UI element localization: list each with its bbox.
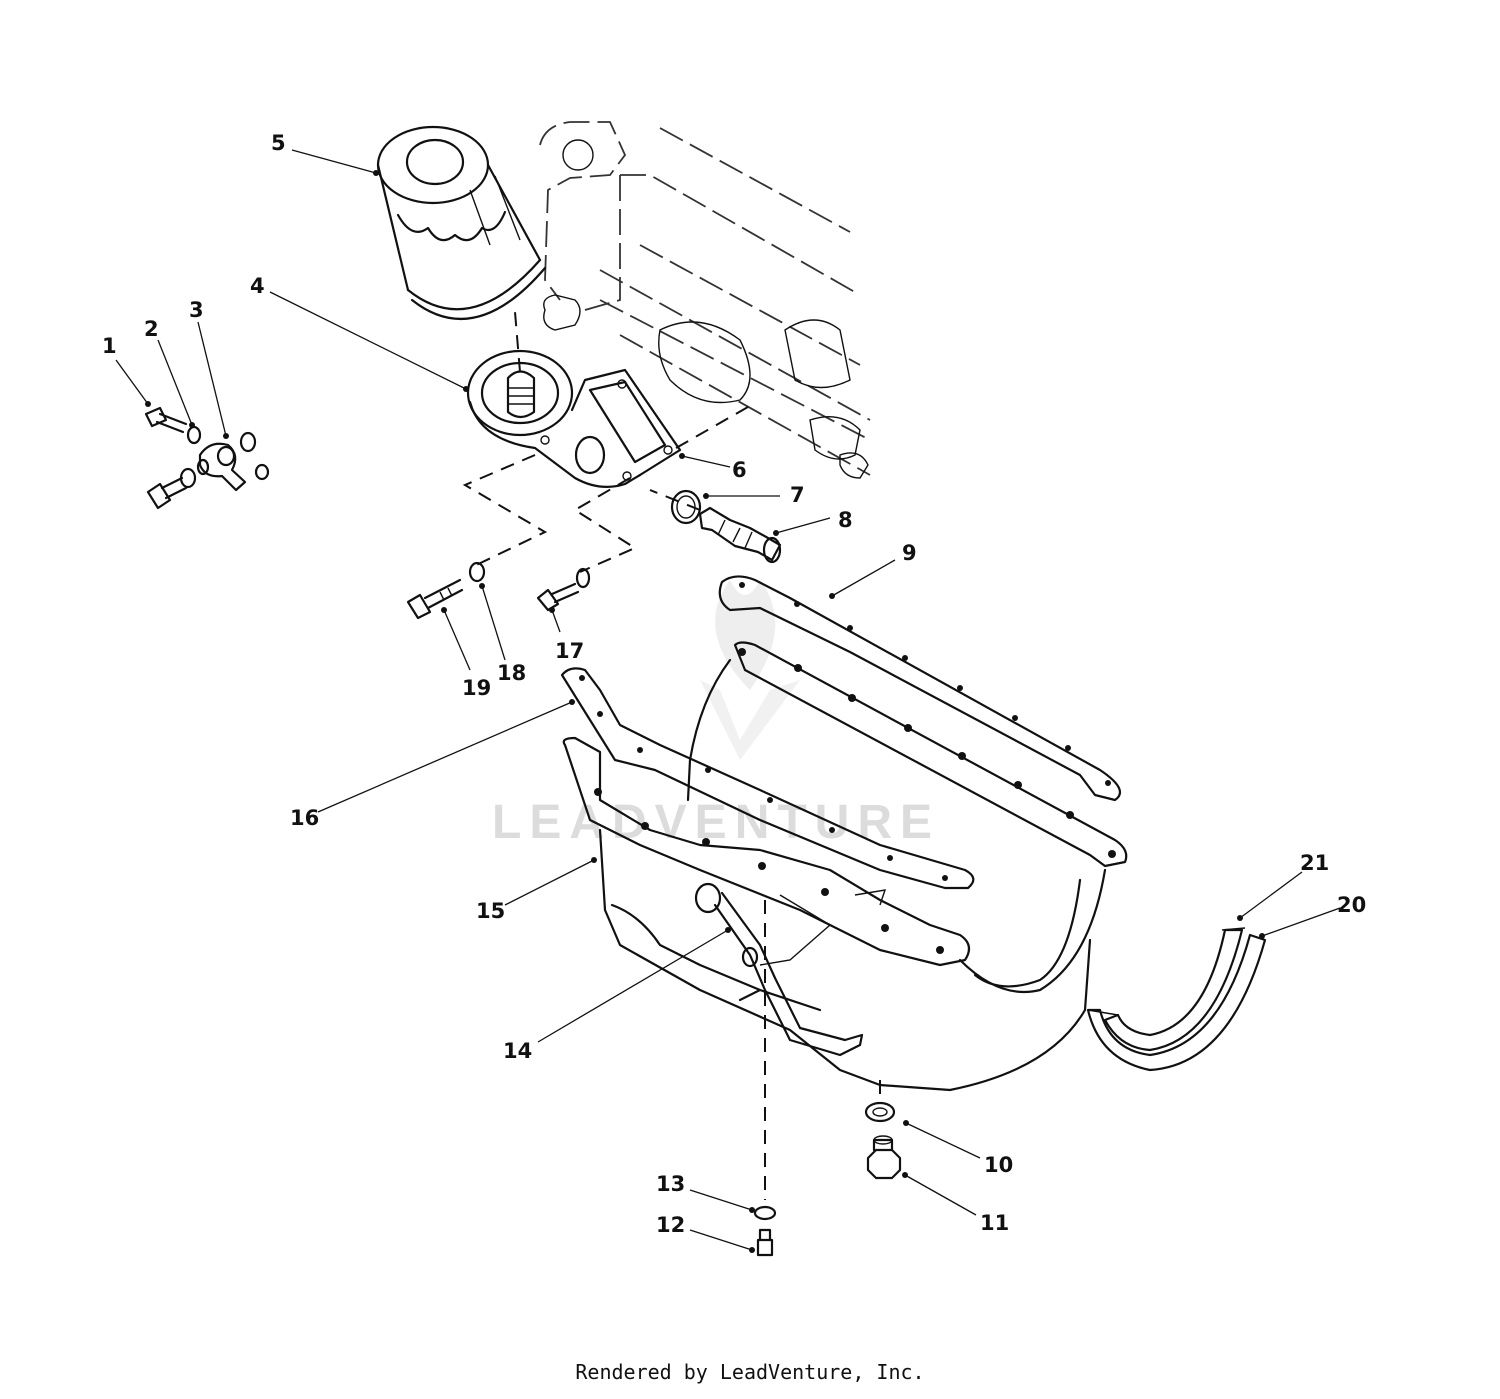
washer-part-18 [468, 561, 486, 583]
callout-16: 16 [290, 806, 319, 830]
callout-13: 13 [656, 1172, 685, 1196]
washer-part-10 [864, 1101, 896, 1123]
callout-18: 18 [497, 661, 526, 685]
pickup-tube-part-14 [694, 882, 864, 1057]
drain-plug-part-11 [866, 1135, 902, 1180]
callout-9: 9 [902, 541, 917, 565]
callout-3: 3 [189, 298, 204, 322]
callout-20: 20 [1337, 893, 1366, 917]
callout-7: 7 [790, 483, 805, 507]
callout-1: 1 [102, 334, 117, 358]
oil-pan-part-15 [562, 641, 1128, 1092]
callout-14: 14 [503, 1039, 532, 1063]
screw-part-12 [756, 1228, 774, 1257]
gasket-part-16 [560, 667, 975, 890]
oil-filter-part-5 [376, 125, 547, 320]
connector-part-8 [698, 506, 782, 564]
footer-credit: Rendered by LeadVenture, Inc. [575, 1360, 925, 1384]
oring-part-7 [670, 489, 702, 525]
callout-17: 17 [555, 639, 584, 663]
callout-12: 12 [656, 1213, 685, 1237]
seal-part-21 [1087, 927, 1246, 1052]
callout-4: 4 [250, 274, 265, 298]
gasket-part-9 [718, 575, 1122, 802]
watermark-text: LEADVENTURE [492, 796, 940, 849]
bolt-part-17 [536, 567, 591, 612]
engine-block-outline [539, 121, 871, 479]
callout-6: 6 [732, 458, 747, 482]
callout-11: 11 [980, 1211, 1009, 1235]
filter-adapter-part-4 [466, 349, 682, 489]
callout-15: 15 [476, 899, 505, 923]
callout-5: 5 [271, 131, 286, 155]
fitting-parts-1-2-3 [144, 406, 270, 510]
seal-part-20 [1086, 933, 1267, 1072]
washer-part-13 [753, 1205, 777, 1221]
watermark-logo [700, 580, 800, 760]
callout-8: 8 [838, 508, 853, 532]
bolt-part-19 [406, 578, 464, 620]
callout-10: 10 [984, 1153, 1013, 1177]
callout-19: 19 [462, 676, 491, 700]
callout-2: 2 [144, 317, 159, 341]
callout-21: 21 [1300, 851, 1329, 875]
leader-lines [115, 149, 1341, 1253]
